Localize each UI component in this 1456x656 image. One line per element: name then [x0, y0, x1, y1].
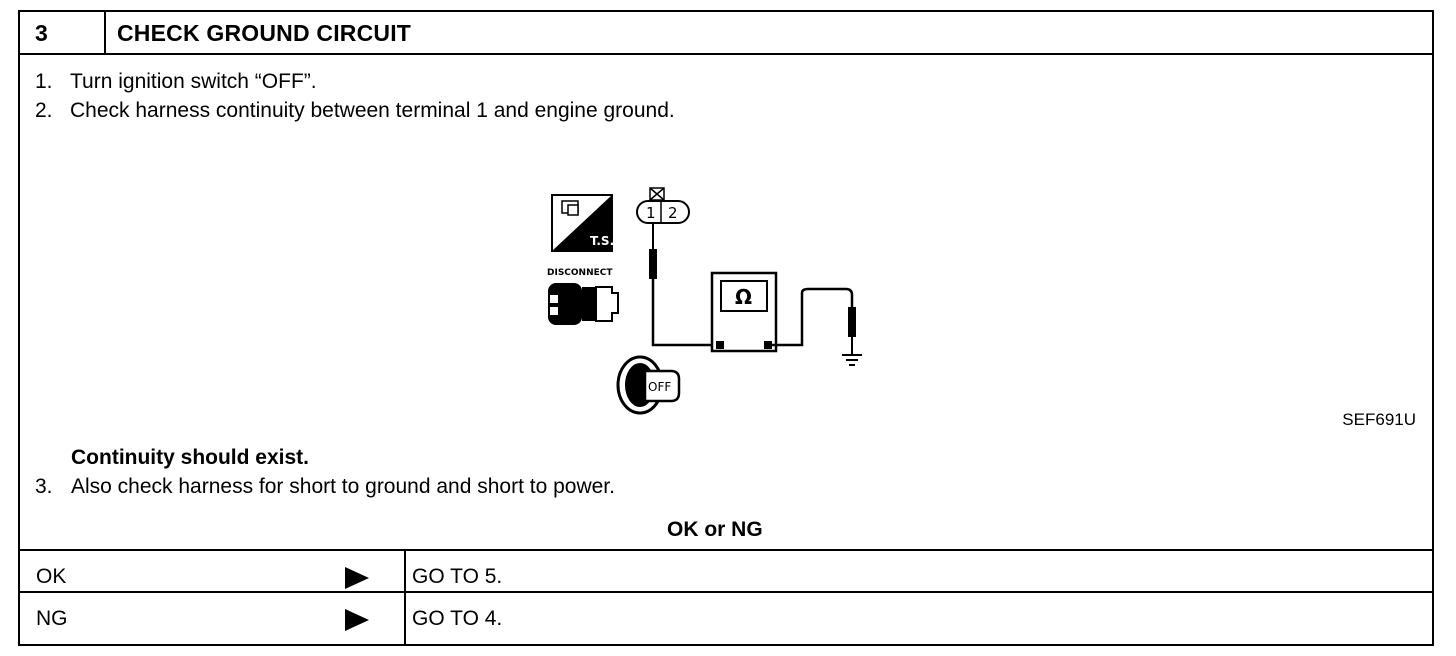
- ok-arrow-icon: [345, 567, 369, 589]
- instruction-1-text: Turn ignition switch “OFF”.: [70, 70, 317, 93]
- ohm-symbol: Ω: [735, 285, 752, 309]
- ts-label: T.S.: [590, 234, 614, 248]
- wiring-diagram: T.S. DISCONNECT 1 2 Ω: [547, 187, 862, 415]
- ok-result-label: OK: [36, 565, 67, 588]
- key-off-label: OFF: [648, 380, 671, 394]
- instruction-3-number: 3.: [35, 475, 53, 498]
- header-column-divider: [104, 10, 106, 55]
- step-number: 3: [35, 20, 48, 46]
- instruction-3-text: Also check harness for short to ground a…: [71, 475, 615, 498]
- ignition-key-icon: OFF: [616, 355, 681, 415]
- terminal-1-label: 1: [646, 204, 656, 222]
- probe-right: [848, 307, 856, 337]
- decision-top-divider: [18, 549, 1434, 551]
- disconnect-connector-icon: [548, 283, 619, 325]
- step-title: CHECK GROUND CIRCUIT: [117, 20, 412, 46]
- header-divider: [18, 53, 1434, 55]
- ng-action-text: GO TO 4.: [412, 607, 503, 630]
- ng-arrow-icon: [345, 609, 369, 631]
- instruction-2-number: 2.: [35, 99, 53, 122]
- decision-prompt: OK or NG: [667, 518, 763, 541]
- probe-left: [649, 249, 657, 279]
- ng-result-label: NG: [36, 607, 68, 630]
- result-note: Continuity should exist.: [71, 446, 310, 469]
- figure-code: SEF691U: [1342, 410, 1416, 429]
- procedure-table: [18, 10, 1434, 646]
- terminal-2-label: 2: [668, 204, 678, 222]
- decision-column-divider: [404, 549, 406, 646]
- decision-row-divider: [18, 591, 1434, 593]
- ok-action-text: GO TO 5.: [412, 565, 503, 588]
- disconnect-label: DISCONNECT: [547, 268, 613, 278]
- connector-terminal-icon: 1 2: [636, 187, 690, 224]
- ground-icon: [842, 354, 862, 366]
- instruction-1-number: 1.: [35, 70, 53, 93]
- test-step-icon: T.S.: [551, 194, 614, 252]
- instruction-2-text: Check harness continuity between termina…: [70, 99, 675, 122]
- ohmmeter-icon: Ω: [710, 271, 778, 353]
